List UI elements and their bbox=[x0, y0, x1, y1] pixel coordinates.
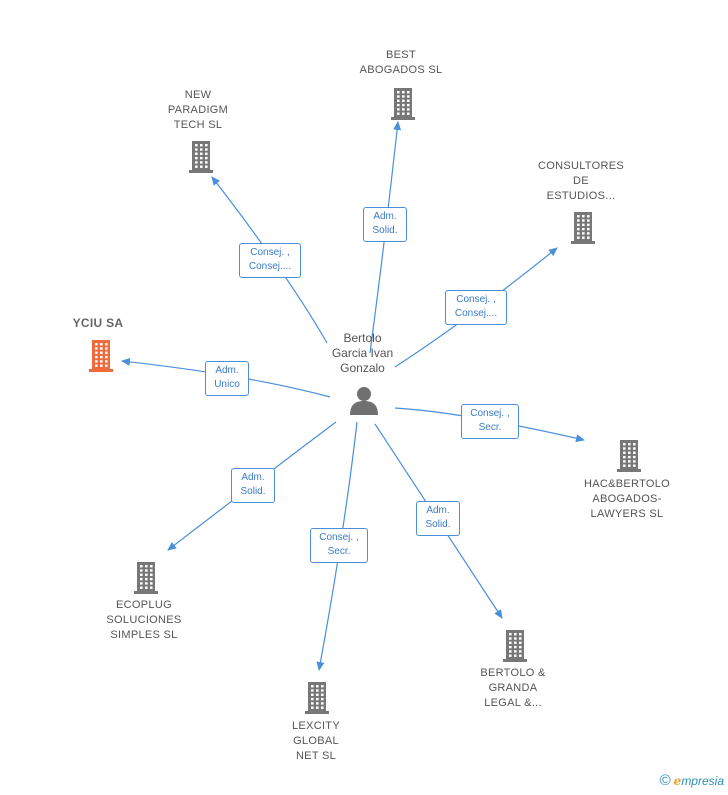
company-label-ecoplug[interactable]: ECOPLUG SOLUCIONES SIMPLES SL bbox=[106, 599, 182, 641]
company-label-best-abogados[interactable]: BEST ABOGADOS SL bbox=[359, 49, 443, 76]
copyright-symbol: © bbox=[659, 772, 671, 789]
relation-badge-hac-bertolo[interactable]: Consej. , Secr. bbox=[461, 404, 519, 439]
building-icon[interactable] bbox=[86, 338, 116, 377]
company-label-hac-bertolo[interactable]: HAC&BERTOLO ABOGADOS- LAWYERS SL bbox=[583, 478, 671, 520]
company-label-consultores[interactable]: CONSULTORES DE ESTUDIOS... bbox=[537, 160, 625, 202]
company-label-yciu[interactable]: YCIU SA bbox=[72, 316, 124, 330]
relation-badge-best[interactable]: Adm. Solid. bbox=[363, 207, 407, 242]
brand-initial: e bbox=[673, 774, 682, 788]
building-icon[interactable] bbox=[568, 210, 598, 249]
relation-badge-consultores[interactable]: Consej. , Consej.... bbox=[445, 290, 507, 325]
empresia-logo: ©empresia bbox=[660, 772, 724, 789]
building-icon[interactable] bbox=[131, 560, 161, 599]
relation-badge-yciu[interactable]: Adm. Unico bbox=[205, 361, 249, 396]
relation-badge-bertolo-granda[interactable]: Adm. Solid. bbox=[416, 501, 460, 536]
company-label-new-paradigm[interactable]: NEW PARADIGM TECH SL bbox=[167, 89, 229, 131]
brand-name: mpresia bbox=[681, 774, 724, 788]
relation-badge-ecoplug[interactable]: Adm. Solid. bbox=[231, 468, 275, 503]
relation-badge-lexcity[interactable]: Consej. , Secr. bbox=[310, 528, 368, 563]
relation-badge-new-paradigm[interactable]: Consej. , Consej.... bbox=[239, 243, 301, 278]
person-icon[interactable] bbox=[348, 385, 380, 415]
building-icon[interactable] bbox=[500, 628, 530, 667]
building-icon[interactable] bbox=[186, 139, 216, 178]
company-label-bertolo-granda[interactable]: BERTOLO & GRANDA LEGAL &... bbox=[480, 667, 546, 709]
building-icon[interactable] bbox=[614, 438, 644, 477]
building-icon[interactable] bbox=[388, 86, 418, 125]
company-label-lexcity[interactable]: LEXCITY GLOBAL NET SL bbox=[292, 720, 340, 762]
building-icon[interactable] bbox=[302, 680, 332, 719]
center-person-name[interactable]: Bertolo Garcia Ivan Gonzalo bbox=[331, 331, 394, 375]
